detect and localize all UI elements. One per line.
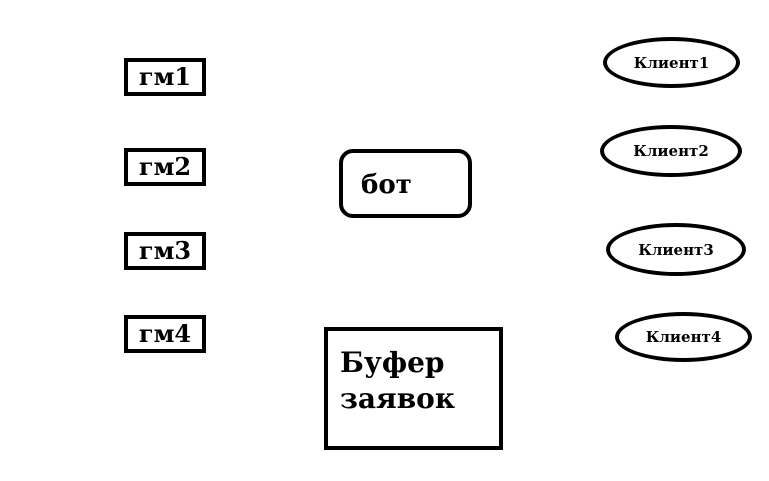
request-buffer-box: Буфер заявок <box>324 327 503 450</box>
gm3-label: гм3 <box>138 236 192 265</box>
gm2-box: гм2 <box>124 148 206 186</box>
client1-label: Клиент1 <box>633 53 710 72</box>
buffer-label-line1: Буфер <box>340 346 445 379</box>
client2-label: Клиент2 <box>633 142 709 160</box>
bot-label: бот <box>361 169 412 200</box>
client3-label: Клиент3 <box>638 240 714 259</box>
gm3-box: гм3 <box>124 232 206 270</box>
gm2-label: гм2 <box>138 152 192 181</box>
gm4-label: гм4 <box>138 319 192 348</box>
buffer-label-line2: заявок <box>340 382 456 416</box>
gm1-box: гм1 <box>124 58 206 96</box>
client3-ellipse: Клиент3 <box>606 223 746 276</box>
bot-box: бот <box>339 149 472 218</box>
gm4-box: гм4 <box>124 315 206 353</box>
client4-label: Клиент4 <box>645 328 722 346</box>
client2-ellipse: Клиент2 <box>600 125 742 177</box>
client4-ellipse: Клиент4 <box>615 312 752 362</box>
gm1-label: гм1 <box>138 62 192 91</box>
client1-ellipse: Клиент1 <box>603 37 740 88</box>
